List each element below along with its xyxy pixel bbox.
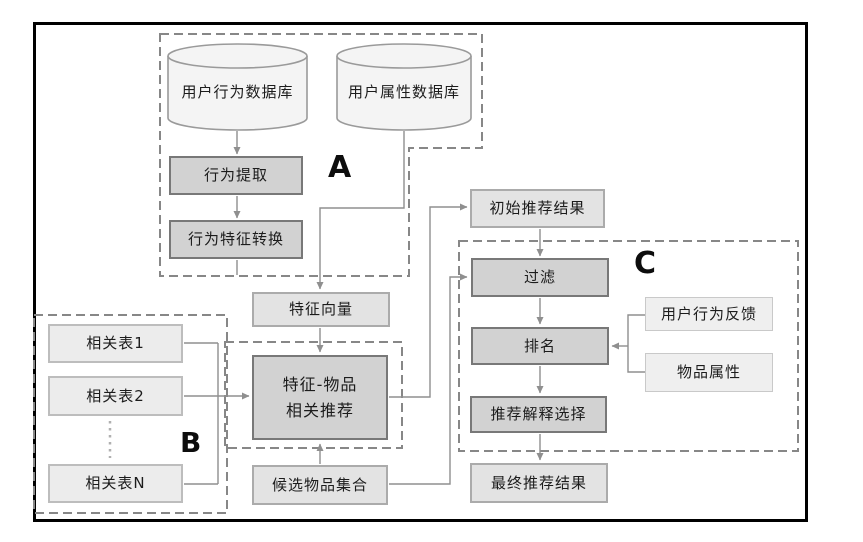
node-user-behavior-feedback: 用户行为反馈 [645, 297, 773, 331]
connector-db2-to-feature-vector [316, 131, 405, 290]
database-cylinder-user-behavior [167, 43, 308, 131]
node-initial-recommendation-results: 初始推荐结果 [470, 189, 605, 228]
section-c-label: C [634, 246, 657, 281]
connector-feedback-bracket [627, 314, 645, 373]
node-recommendation-explanation-selection: 推荐解释选择 [470, 396, 607, 433]
node-feature-vector: 特征向量 [252, 292, 390, 327]
connector-feature-item-to-initial [389, 203, 468, 398]
section-b-label: B [180, 426, 202, 459]
node-behavior-feature-conversion: 行为特征转换 [169, 220, 303, 259]
node-final-recommendation-results: 最终推荐结果 [470, 463, 608, 503]
node-feature-item-recommendation: 特征-物品 相关推荐 [252, 355, 388, 440]
database-cylinder-user-attributes [336, 43, 472, 131]
section-c-outline [458, 240, 799, 452]
node-related-table-1: 相关表1 [48, 324, 183, 363]
section-a-label: A [328, 150, 352, 185]
node-item-attributes: 物品属性 [645, 353, 773, 392]
feature-item-line1: 特征-物品 [282, 374, 358, 394]
node-behavior-extraction: 行为提取 [169, 156, 303, 195]
node-candidate-item-set: 候选物品集合 [252, 465, 388, 505]
section-a-outline [159, 33, 483, 277]
connector-candidates-to-filter [389, 273, 468, 485]
node-related-table-n: 相关表N [48, 464, 183, 503]
node-filter: 过滤 [471, 258, 609, 297]
connector-lines [184, 131, 645, 485]
database-user-attributes-label: 用户属性数据库 [347, 82, 460, 101]
node-related-table-2: 相关表2 [48, 376, 183, 416]
feature-item-outline [224, 341, 403, 449]
database-user-behavior-label: 用户行为数据库 [181, 82, 294, 101]
node-ranking: 排名 [471, 327, 609, 365]
feature-item-line2: 相关推荐 [285, 400, 354, 420]
